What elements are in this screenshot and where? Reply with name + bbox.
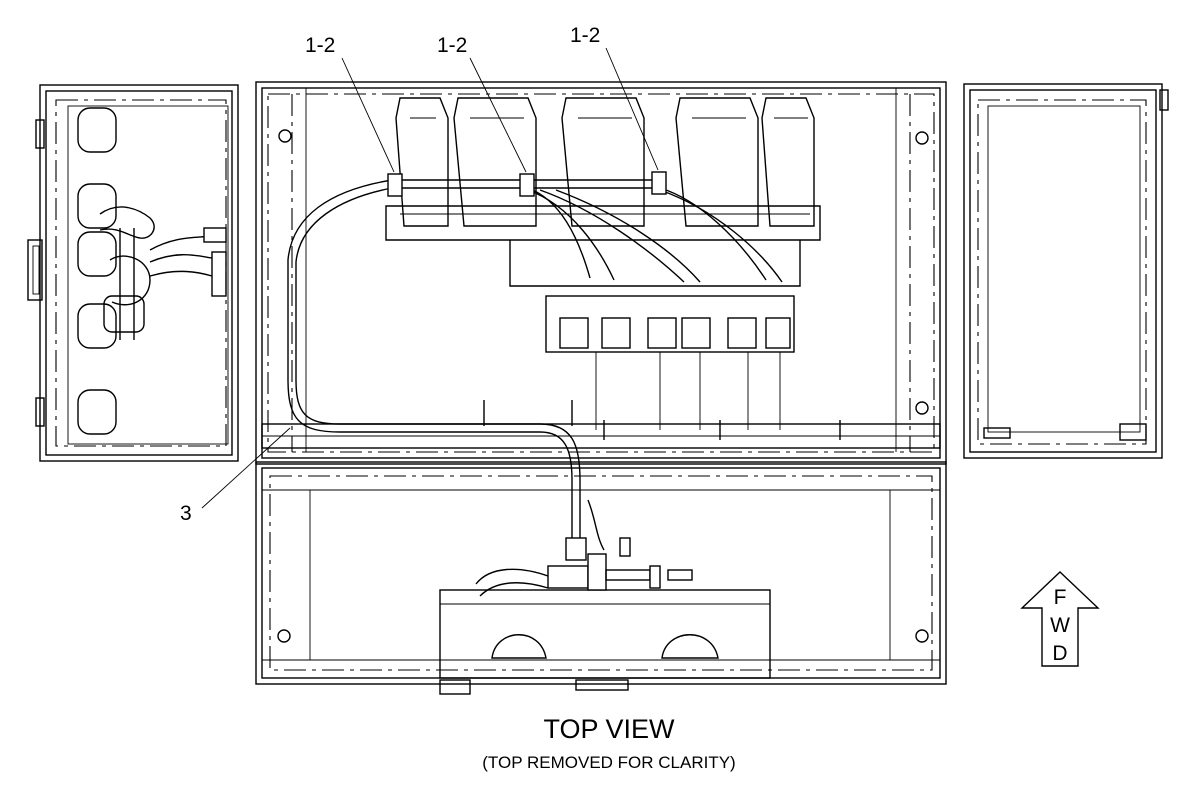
- view-subtitle: (TOP REMOVED FOR CLARITY): [482, 753, 735, 772]
- callout-clip-center: 1-2: [437, 34, 467, 57]
- harness-clips: [387, 171, 667, 197]
- door-slots: [77, 107, 117, 435]
- clip-2: [519, 173, 535, 197]
- callout-harness: 3: [180, 502, 192, 525]
- studs: [483, 400, 841, 440]
- clip-3: [651, 171, 667, 195]
- left-connector-assembly: [99, 206, 227, 340]
- relay-housings: [395, 97, 815, 227]
- right-door-panel: [963, 83, 1169, 459]
- fwd-letter-w: W: [1050, 614, 1070, 637]
- main-cabinet: [255, 81, 947, 465]
- forward-direction-arrow: F W D: [1020, 571, 1100, 667]
- view-title: TOP VIEW: [543, 714, 675, 744]
- lower-module: [439, 589, 771, 679]
- wire-harness: [287, 179, 783, 561]
- callout-clip-right: 1-2: [570, 24, 600, 47]
- left-door-panel: [27, 84, 239, 462]
- leader-lines: [201, 47, 659, 509]
- fwd-letter-f: F: [1054, 586, 1067, 609]
- lower-fittings: [475, 499, 693, 597]
- clip-1: [387, 173, 403, 197]
- fwd-letter-d: D: [1052, 642, 1067, 665]
- lower-enclosure: [255, 461, 947, 695]
- terminal-blocks: [545, 295, 795, 430]
- callout-clip-left: 1-2: [305, 34, 335, 57]
